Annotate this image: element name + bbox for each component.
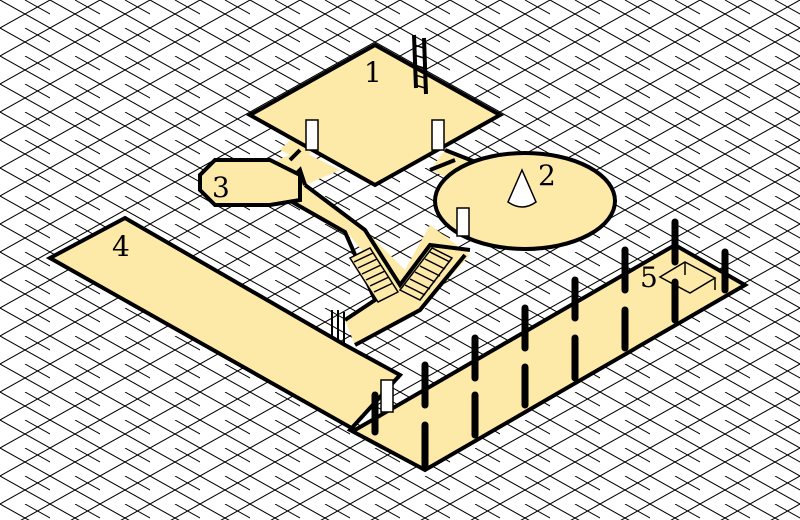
door-icon	[380, 379, 394, 413]
room-3-floor	[198, 158, 302, 207]
room-5-label: 5	[640, 261, 658, 294]
room-3: 3	[198, 158, 302, 207]
room-1-label: 1	[364, 56, 382, 89]
room-3-label: 3	[212, 171, 230, 204]
room-1: 1	[245, 34, 505, 188]
room-4-label: 4	[112, 230, 130, 263]
pillars	[371, 218, 729, 472]
stairs-icon	[348, 247, 454, 303]
room-2: 2	[433, 151, 617, 251]
ladder-icon	[412, 34, 428, 95]
room-2-label: 2	[538, 159, 556, 192]
door-icon	[456, 207, 470, 237]
room-4: 4	[45, 215, 750, 473]
room-4-floor	[45, 215, 750, 473]
cone-icon	[507, 168, 537, 208]
room-5-outline	[658, 261, 717, 294]
door-icon	[305, 119, 319, 151]
door-icon	[431, 119, 445, 151]
door-icon	[331, 310, 345, 344]
room-5: 5	[640, 261, 717, 294]
